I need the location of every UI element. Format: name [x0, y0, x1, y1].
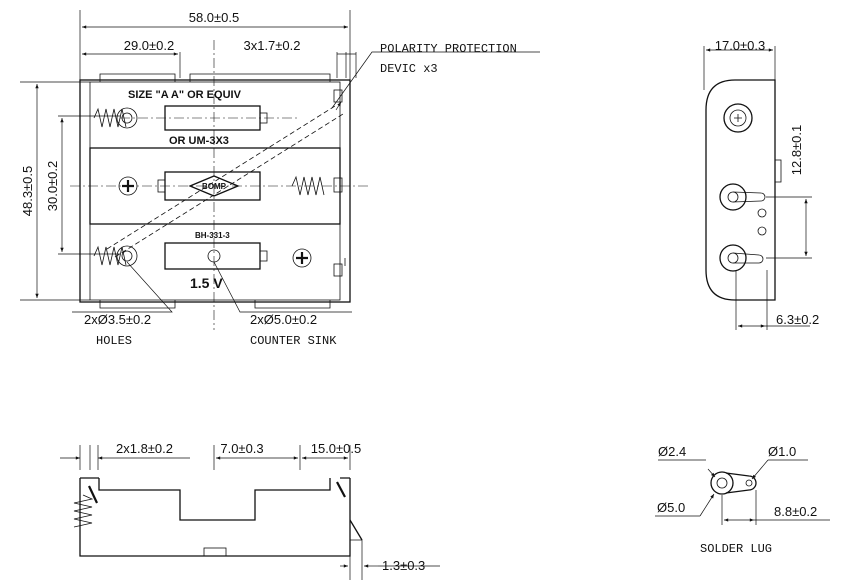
solder-lug-detail: Ø2.4 Ø1.0 Ø5.0 8.8±0.2 SOLDER LUG — [655, 444, 830, 556]
bottom-dim-right: 15.0±0.5 — [311, 441, 362, 456]
lug-tip-hole-dim: Ø1.0 — [768, 444, 796, 459]
dim-overall-width: 58.0±0.5 — [189, 10, 240, 25]
dim-pitch: 3x1.7±0.2 — [243, 38, 300, 53]
hole-dim: 2xØ3.5±0.2 — [84, 312, 151, 327]
bottom-dim-thickness: 1.3±0.3 — [382, 558, 425, 573]
dim-left-half: 29.0±0.2 — [124, 38, 175, 53]
dim-lug-spacing: 12.8±0.1 — [789, 125, 804, 176]
size-label: SIZE "A A" OR EQUIV — [128, 89, 242, 101]
solder-lug-title: SOLDER LUG — [700, 542, 772, 556]
lug-small-hole-dim: Ø2.4 — [658, 444, 686, 459]
front-view: SIZE "A A" OR EQUIV OR UM-3X3 BOMP BH-33… — [20, 10, 540, 348]
sink-label: COUNTER SINK — [250, 334, 337, 348]
dim-height: 48.3±0.5 — [20, 166, 35, 217]
lug-length-dim: 8.8±0.2 — [774, 504, 817, 519]
hole-label: HOLES — [96, 334, 132, 348]
um-label: OR UM-3X3 — [169, 135, 229, 147]
dim-hole-pitch: 30.0±0.2 — [45, 161, 60, 212]
dim-depth: 17.0±0.3 — [715, 38, 766, 53]
lug-outer-dim: Ø5.0 — [657, 500, 685, 515]
part-label: BH-331-3 — [195, 231, 230, 240]
voltage-label: 1.5 V — [190, 275, 223, 291]
sink-dim: 2xØ5.0±0.2 — [250, 312, 317, 327]
bottom-dim-pitch: 2x1.8±0.2 — [116, 441, 173, 456]
bottom-view: 2x1.8±0.2 7.0±0.3 15.0±0.5 1.3±0.3 — [60, 441, 440, 580]
side-view: 17.0±0.3 12.8±0.1 6.3±0.2 — [703, 38, 819, 330]
device-callout: DEVIC x3 — [380, 62, 438, 76]
logo-label: BOMP — [202, 182, 227, 191]
bottom-dim-center: 7.0±0.3 — [220, 441, 263, 456]
polarity-callout: POLARITY PROTECTION — [380, 42, 517, 56]
dim-lug-offset: 6.3±0.2 — [776, 312, 819, 327]
